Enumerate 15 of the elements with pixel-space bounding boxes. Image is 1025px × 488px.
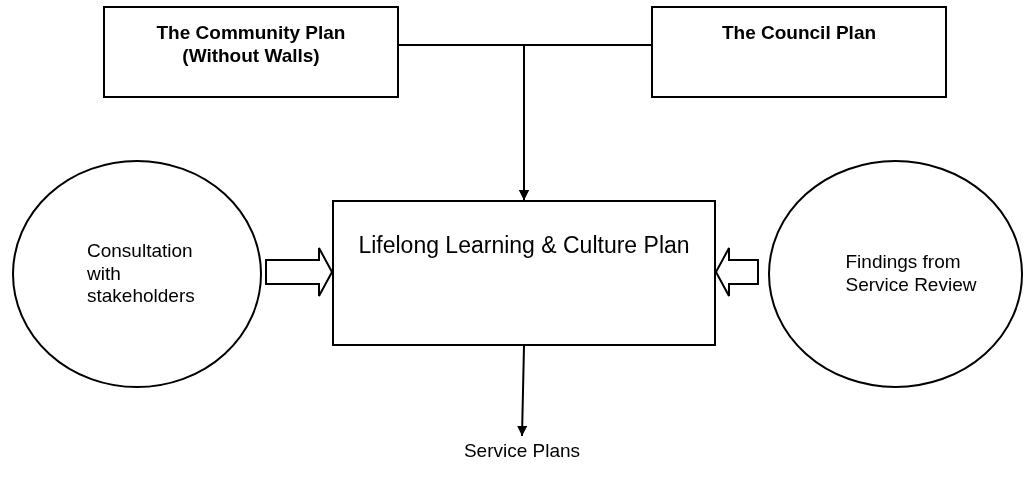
node-text: Consultation with stakeholders [87, 239, 196, 309]
node-text: The Council Plan [721, 22, 877, 45]
output-label: Service Plans [463, 439, 581, 463]
input-ellipse [768, 160, 1023, 388]
node-text: Lifelong Learning & Culture Plan [358, 232, 690, 260]
arrow [519, 44, 652, 201]
process-box [332, 200, 716, 346]
process-box [651, 6, 947, 98]
block-arrow [265, 247, 334, 297]
block-arrow [714, 247, 759, 297]
node-text: The Community Plan (Without Walls) [155, 22, 347, 68]
process-box [103, 6, 399, 98]
node-text: Findings from Service Review [845, 251, 978, 297]
input-ellipse [12, 160, 262, 388]
arrow [517, 345, 528, 437]
